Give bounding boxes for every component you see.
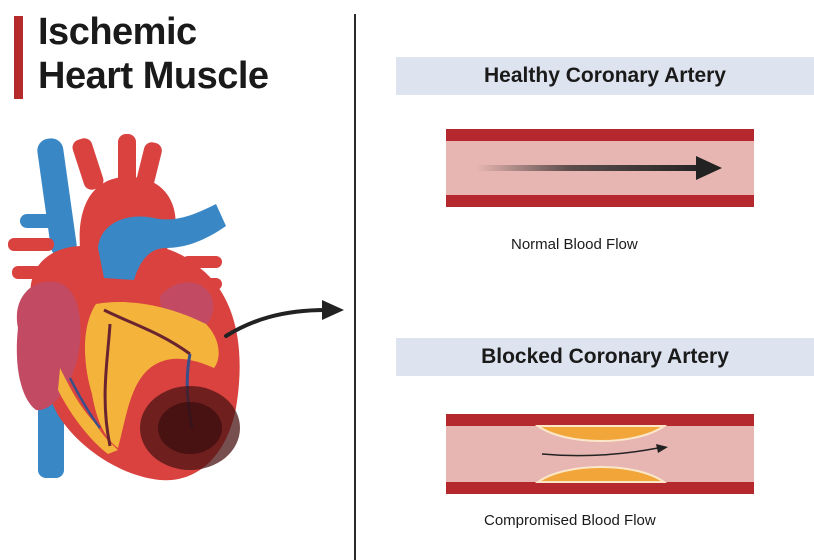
title-line-1: Ischemic — [38, 10, 269, 54]
healthy-artery-illustration — [446, 129, 754, 207]
healthy-caption: Normal Blood Flow — [511, 236, 638, 253]
blocked-artery-illustration — [446, 414, 754, 494]
blocked-caption: Compromised Blood Flow — [484, 512, 656, 529]
vertical-divider — [354, 14, 356, 560]
healthy-wall-top — [446, 129, 754, 141]
blocked-wall-bottom — [446, 482, 754, 494]
aortic-branch-1 — [70, 136, 105, 192]
left-vein — [20, 214, 60, 228]
healthy-wall-bottom — [446, 195, 754, 207]
healthy-artery-header: Healthy Coronary Artery — [396, 57, 814, 95]
healthy-artery-title: Healthy Coronary Artery — [484, 64, 726, 88]
ischemic-core — [158, 402, 222, 454]
title-accent-bar — [14, 16, 23, 99]
page-title: Ischemic Heart Muscle — [38, 10, 269, 98]
arrow-right-icon — [222, 292, 352, 342]
blocked-artery-header: Blocked Coronary Artery — [396, 338, 814, 376]
title-line-2: Heart Muscle — [38, 54, 269, 98]
blood-flow-arrow-icon — [476, 165, 706, 171]
pulmonary-vein-1 — [8, 238, 54, 251]
blocked-artery-title: Blocked Coronary Artery — [481, 345, 729, 369]
blocked-wall-top — [446, 414, 754, 426]
